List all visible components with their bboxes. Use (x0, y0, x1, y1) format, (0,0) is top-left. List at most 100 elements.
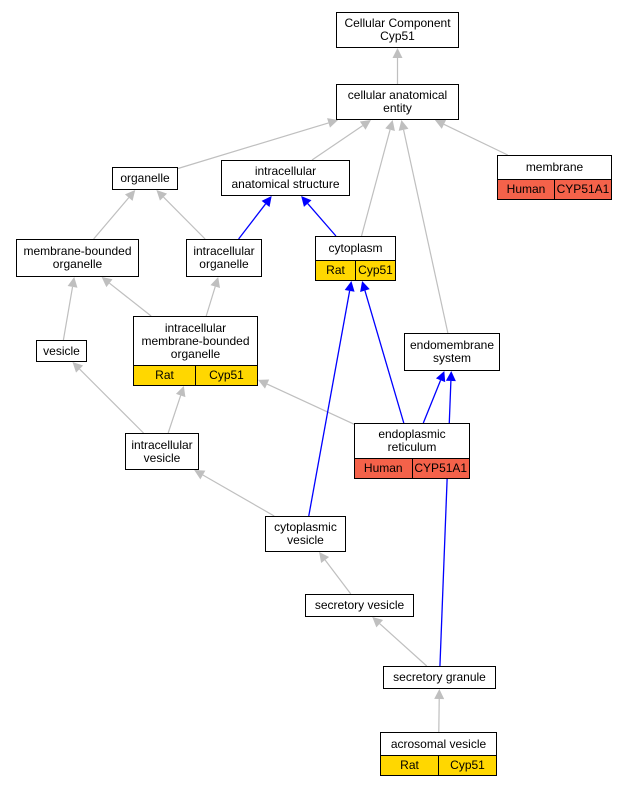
node-organelle[interactable]: organelle (112, 167, 178, 190)
edge-imbo-to-io (205, 277, 221, 317)
node-intracellular-organelle[interactable]: intracellular organelle (186, 239, 262, 277)
node-secretory-granule[interactable]: secretory granule (383, 666, 496, 689)
arrowhead-icon (344, 281, 355, 292)
edge-er-to-endomembrane (422, 371, 446, 424)
node-cytoplasm[interactable]: cytoplasm Rat Cyp51 (315, 236, 396, 281)
edge-sg-to-endomembrane (439, 371, 456, 667)
edge-endomembrane-to-cae (398, 120, 449, 334)
arrowhead-icon (258, 379, 270, 389)
edge-er-to-cytoplasm (360, 281, 405, 424)
edge-line (93, 197, 130, 240)
arrowhead-icon (72, 362, 84, 373)
node-label: intracellular vesicle (131, 437, 193, 465)
arrowhead-icon (392, 48, 403, 58)
node-membrane[interactable]: membrane Human CYP51A1 (497, 155, 612, 200)
arrowhead-icon (327, 118, 339, 128)
arrowhead-icon (261, 196, 272, 207)
edge-mbo-to-organelle (93, 190, 136, 240)
node-label: Cellular Component Cyp51 (344, 16, 451, 43)
arrowhead-icon (210, 277, 221, 289)
node-label: cytoplasmic vesicle (274, 520, 337, 547)
edge-line (79, 368, 144, 434)
species-cell: Human (363, 461, 403, 475)
node-cellular-anatomical-entity[interactable]: cellular anatomical entity (336, 84, 459, 120)
edge-line (402, 129, 449, 334)
edge-iv-to-imbo (167, 386, 186, 434)
arrowhead-icon (398, 120, 409, 131)
edge-line (62, 286, 74, 341)
arrowhead-icon (124, 190, 136, 201)
edge-io-to-organelle (156, 190, 206, 240)
arrowhead-icon (435, 371, 446, 383)
node-label: intracellular organelle (193, 244, 255, 271)
arrowhead-icon (445, 371, 456, 382)
arrowhead-icon (434, 119, 447, 129)
arrowhead-icon (372, 617, 384, 628)
node-label: acrosomal vesicle (390, 736, 487, 751)
node-label: cytoplasm (328, 241, 383, 255)
edge-line (205, 286, 216, 317)
node-label: vesicle (43, 343, 80, 358)
arrowhead-icon (385, 120, 395, 131)
edge-line (311, 125, 364, 161)
node-label: membrane (525, 160, 584, 174)
node-endoplasmic-reticulum[interactable]: endoplasmic reticulum Human CYP51A1 (354, 423, 470, 479)
edge-line (167, 395, 182, 434)
node-label: organelle (120, 171, 170, 185)
annotation-row: Rat Cyp51 (381, 755, 496, 775)
edge-cytoplasm-to-cae (360, 120, 395, 237)
edge-line (177, 122, 329, 170)
edge-line (364, 290, 405, 424)
edge-iv-to-vesicle (72, 362, 144, 434)
node-intracellular-vesicle[interactable]: intracellular vesicle (125, 433, 199, 470)
arrowhead-icon (67, 277, 78, 288)
node-vesicle[interactable]: vesicle (36, 340, 87, 362)
edge-membrane-to-cae (434, 119, 508, 156)
edge-sv-to-cv (319, 552, 352, 595)
edge-ias-to-cae (311, 120, 371, 161)
node-label: intracellular membrane-bounded organelle (141, 320, 250, 361)
arrowhead-icon (175, 386, 186, 398)
annotation-row: Rat Cyp51 (134, 365, 257, 385)
edge-line (324, 559, 352, 595)
gene-cell: CYP51A1 (554, 180, 611, 199)
edge-line (266, 383, 355, 425)
node-endomembrane-system[interactable]: endomembrane system (404, 333, 500, 371)
node-label: secretory vesicle (314, 598, 405, 612)
node-cytoplasmic-vesicle[interactable]: cytoplasmic vesicle (265, 516, 346, 552)
gene-cell: Cyp51 (195, 366, 257, 385)
node-cellular-component-cyp51[interactable]: Cellular Component Cyp51 (336, 12, 459, 48)
edge-line (202, 474, 275, 517)
node-intracellular-membrane-bounded-organelle[interactable]: intracellular membrane-bounded organelle… (133, 316, 258, 386)
arrowhead-icon (101, 277, 113, 288)
species-cell: Rat (326, 263, 345, 277)
edge-line (379, 623, 428, 667)
edge-cae-to-root (392, 48, 403, 84)
node-intracellular-anatomical-structure[interactable]: intracellular anatomical structure (221, 160, 350, 196)
node-membrane-bounded-organelle[interactable]: membrane-bounded organelle (16, 239, 139, 277)
arrowhead-icon (301, 196, 312, 207)
node-label: cellular anatomical entity (347, 88, 448, 115)
edge-cv-to-iv (194, 470, 275, 517)
arrowhead-icon (319, 552, 330, 563)
node-acrosomal-vesicle[interactable]: acrosomal vesicle Rat Cyp51 (380, 732, 497, 776)
node-label: endoplasmic reticulum (378, 427, 446, 454)
node-secretory-vesicle[interactable]: secretory vesicle (305, 594, 414, 617)
arrowhead-icon (359, 120, 371, 130)
species-cell: Rat (400, 758, 419, 772)
edge-cv-to-cytoplasm (308, 281, 355, 517)
arrowhead-icon (156, 190, 168, 201)
edge-line (360, 129, 391, 237)
gene-cell: Cyp51 (438, 756, 496, 775)
edge-sg-to-sv (372, 617, 428, 667)
arrowhead-icon (360, 281, 370, 293)
gene-cell: CYP51A1 (411, 459, 470, 478)
node-label: secretory granule (393, 670, 486, 684)
node-label: endomembrane system (409, 338, 495, 365)
edge-line (308, 290, 351, 517)
edge-vesicle-to-mbo (62, 277, 78, 341)
edge-imbo-to-mbo (101, 277, 152, 317)
edge-line (238, 203, 267, 240)
annotation-row: Human CYP51A1 (498, 179, 611, 199)
